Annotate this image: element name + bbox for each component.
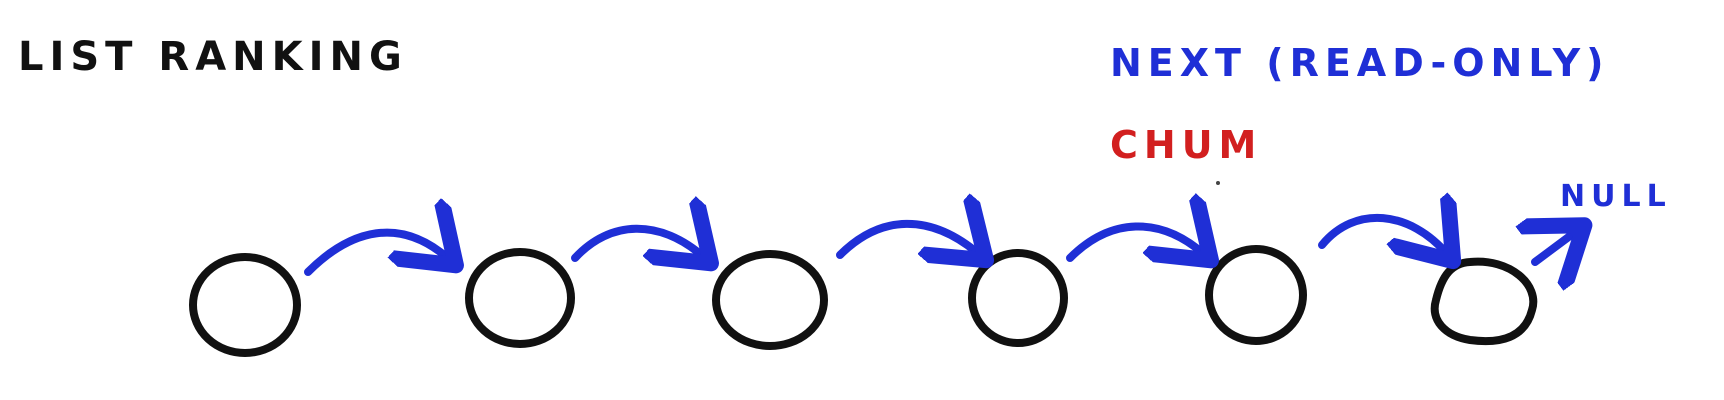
next-arrow-3 — [836, 224, 980, 255]
list-node-4 — [968, 249, 1068, 347]
list-node-2 — [465, 248, 575, 348]
list-node-3 — [712, 250, 828, 350]
page-title: LIST RANKING — [18, 34, 408, 80]
next-arrow-null — [1535, 230, 1578, 262]
list-node-1 — [189, 253, 301, 357]
list-node-5 — [1205, 245, 1307, 345]
null-label: NULL — [1560, 179, 1672, 214]
next-arrow-5 — [1318, 218, 1448, 255]
next-arrow-4 — [1066, 226, 1205, 258]
list-nodes — [189, 245, 1538, 357]
next-arrow-2 — [571, 229, 705, 258]
next-pointer-label: NEXT (READ-ONLY) — [1110, 41, 1610, 85]
next-arrow-1 — [304, 233, 450, 276]
list-node-6 — [1430, 257, 1538, 346]
next-pointers — [304, 218, 1578, 276]
ink-speck — [1216, 181, 1220, 185]
chum-pointer-label: CHUM — [1110, 123, 1262, 167]
